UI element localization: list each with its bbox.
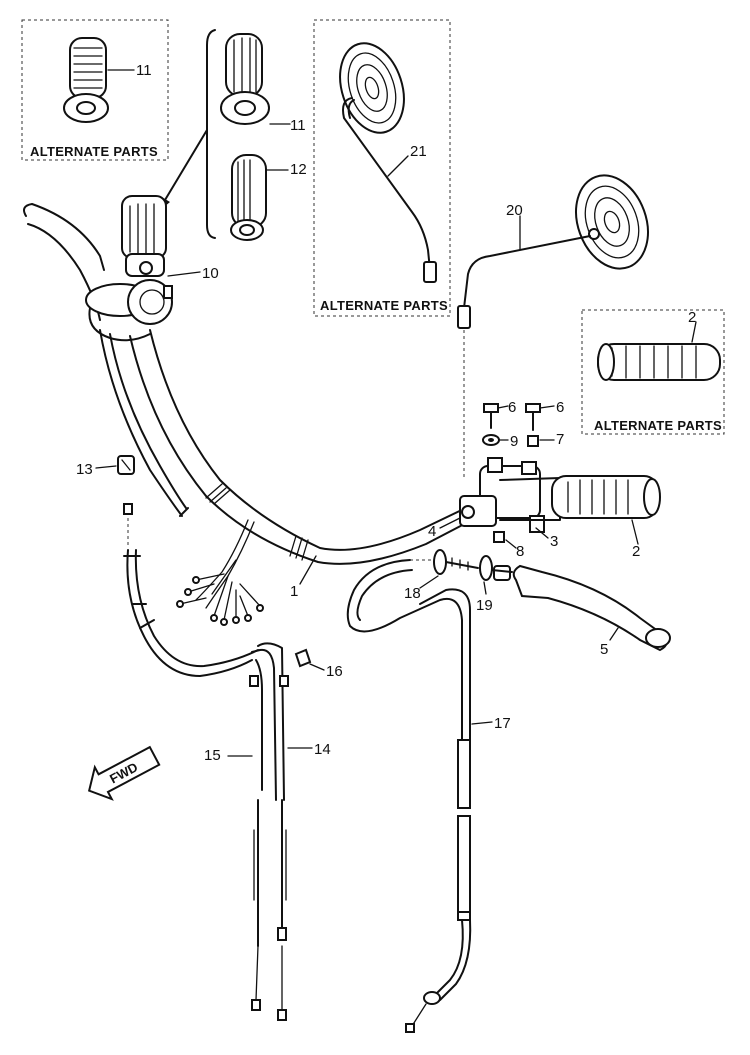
cables-14-15 bbox=[123, 503, 289, 1021]
callout-19: 19 bbox=[476, 597, 493, 614]
grip-2-alt-part bbox=[597, 343, 721, 381]
alternate-parts-caption-2: ALTERNATE PARTS bbox=[320, 298, 448, 313]
callout-12: 12 bbox=[290, 161, 307, 178]
callout-17: 17 bbox=[494, 715, 511, 732]
handlebar-1-part bbox=[129, 329, 473, 565]
callout-3: 3 bbox=[550, 533, 558, 550]
left-lever-assembly bbox=[23, 203, 189, 517]
mirror-20-part bbox=[457, 174, 649, 480]
wiring-harness bbox=[176, 519, 264, 626]
nut-8 bbox=[493, 531, 505, 543]
callout-9: 9 bbox=[510, 433, 518, 450]
grip-options-group: 11 12 bbox=[158, 29, 307, 241]
callout-8: 8 bbox=[516, 543, 524, 560]
callout-11-alt: 11 bbox=[136, 62, 152, 79]
grip-10-housing bbox=[85, 195, 173, 342]
callout-4: 4 bbox=[428, 523, 436, 540]
clamp-13-part bbox=[117, 455, 135, 475]
grip-11-part bbox=[220, 33, 270, 125]
washer-9 bbox=[482, 434, 500, 446]
callout-21: 21 bbox=[410, 143, 427, 160]
callout-6-left: 6 bbox=[508, 399, 516, 416]
callout-6-right: 6 bbox=[556, 399, 564, 416]
alternate-grip-2-box: 2 ALTERNATE PARTS bbox=[581, 309, 725, 435]
mirror-21-part bbox=[339, 42, 437, 283]
callout-10: 10 bbox=[202, 265, 219, 282]
throttle-grip-2 bbox=[551, 475, 661, 519]
alternate-grip-11-box: 11 ALTERNATE PARTS bbox=[21, 19, 169, 161]
lever-5-part bbox=[493, 564, 671, 652]
right-switch-housing bbox=[459, 457, 561, 533]
alternate-parts-caption-1: ALTERNATE PARTS bbox=[30, 144, 158, 159]
clip-16-part bbox=[294, 648, 312, 668]
fwd-arrow: FWD bbox=[87, 745, 161, 801]
alternate-mirror-21-box: 21 ALTERNATE PARTS bbox=[313, 19, 451, 317]
grip-12-part bbox=[230, 154, 267, 241]
screw-6-right bbox=[525, 403, 541, 431]
nut-7 bbox=[527, 435, 539, 447]
adjuster-19-part bbox=[479, 555, 513, 581]
grip-11-alt-part bbox=[63, 37, 109, 123]
callout-2: 2 bbox=[632, 543, 640, 560]
alternate-parts-caption-3: ALTERNATE PARTS bbox=[594, 418, 722, 433]
callout-16: 16 bbox=[326, 663, 343, 680]
callout-15: 15 bbox=[204, 747, 221, 764]
cable-17-part bbox=[346, 559, 472, 1033]
callout-2-alt: 2 bbox=[688, 309, 696, 326]
grip-pointer-arrow bbox=[161, 129, 208, 206]
callout-20: 20 bbox=[506, 202, 523, 219]
callout-11: 11 bbox=[290, 117, 306, 134]
adjuster-18-part bbox=[404, 549, 479, 575]
callout-14: 14 bbox=[314, 741, 331, 758]
callout-13: 13 bbox=[76, 461, 93, 478]
screw-6-left bbox=[483, 403, 499, 429]
callout-1: 1 bbox=[290, 583, 298, 600]
callout-18: 18 bbox=[404, 585, 421, 602]
callout-5: 5 bbox=[600, 641, 608, 658]
callout-7: 7 bbox=[556, 431, 564, 448]
